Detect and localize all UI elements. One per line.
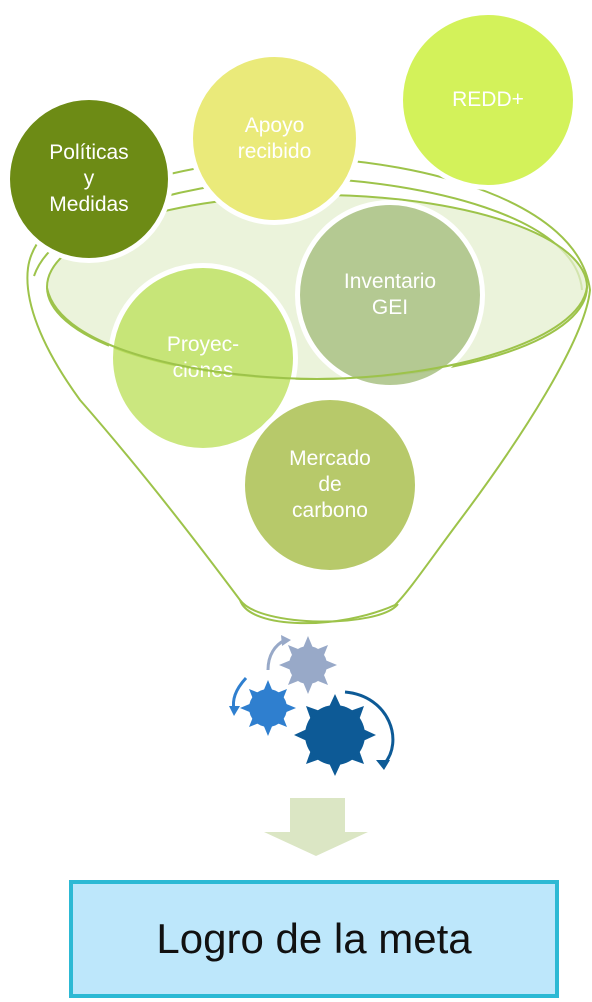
gear-mid-icon	[240, 680, 296, 736]
bubble-mercado: Mercado de carbono	[240, 395, 420, 575]
goal-box: Logro de la meta	[69, 880, 559, 998]
bubble-redd: REDD+	[398, 10, 578, 190]
gear-light-icon	[279, 636, 337, 694]
gear-dark-icon	[294, 694, 376, 776]
bubble-politicas: Políticas y Medidas	[5, 95, 173, 263]
bubble-apoyo: Apoyo recibido	[188, 52, 361, 225]
funnel-bottom	[239, 599, 399, 623]
gear-arrow-right	[344, 690, 395, 766]
